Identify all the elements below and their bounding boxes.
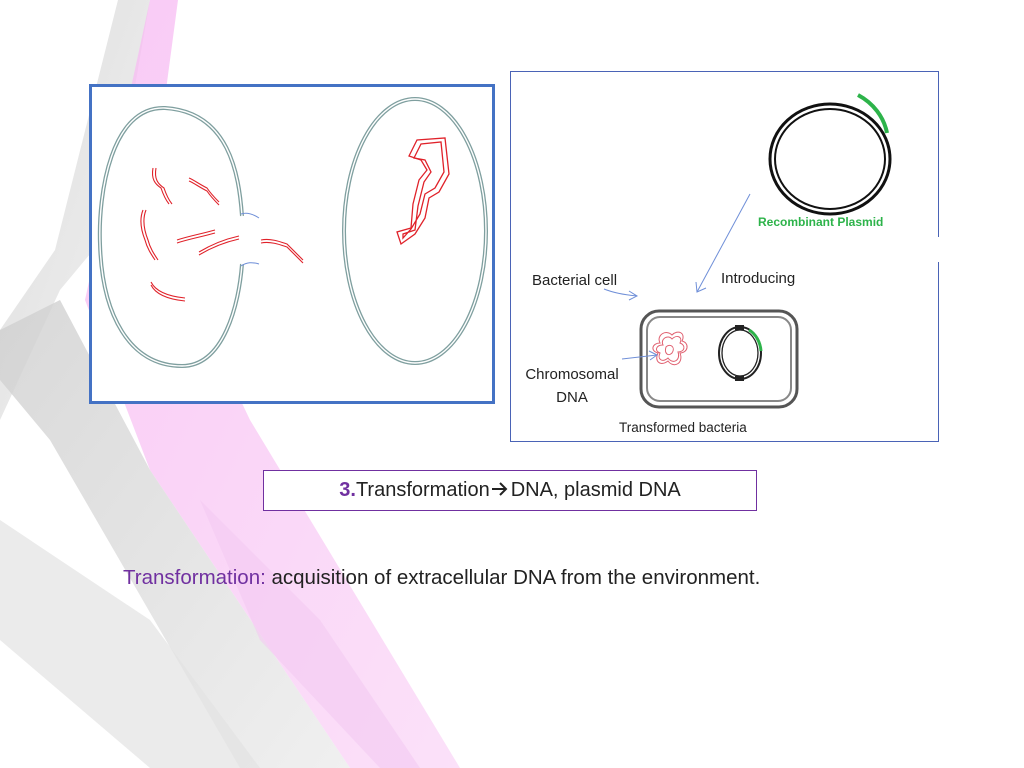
inner-plasmid-icon [718, 325, 763, 381]
chromosomal-arrow-icon [621, 350, 658, 361]
caption-number: 3. [339, 479, 356, 501]
introducing-arrow-icon [695, 193, 751, 293]
transformed-bacteria-label: Transformed bacteria [619, 420, 747, 435]
transformation-diagram-left [89, 84, 495, 404]
recombinant-plasmid-icon [768, 93, 892, 216]
bacterial-cell-arrow-icon [603, 288, 639, 301]
definition-text: Transformation: acquisition of extracell… [123, 566, 760, 590]
transformation-diagram-right [510, 71, 939, 442]
dna-label-line: DNA [556, 389, 588, 406]
donor-cell-icon [97, 105, 260, 369]
definition-body: acquisition of extracellular DNA from th… [271, 566, 761, 589]
chromosomal-dna-icon [652, 331, 688, 366]
caption-title: Transformation [355, 479, 490, 501]
recombinant-plasmid-label: Recombinant Plasmid [758, 215, 884, 229]
introducing-label: Introducing [721, 270, 796, 287]
definition-term: Transformation: [123, 566, 266, 589]
transformed-bacterium-icon [639, 309, 799, 409]
recipient-cell-icon [342, 97, 488, 365]
right-arrow-icon [491, 479, 509, 502]
integrated-dna-icon [396, 137, 450, 246]
bacterial-cell-label: Bacterial cell [532, 272, 618, 289]
caption-box: 3. Transformation DNA, plasmid DNA [263, 470, 757, 511]
dna-fragment-icon [140, 167, 304, 302]
caption-target: DNA, plasmid DNA [510, 479, 681, 501]
chromosomal-label-line: Chromosomal [525, 366, 619, 383]
chromosomal-dna-label: Chromosomal DNA [514, 366, 630, 407]
